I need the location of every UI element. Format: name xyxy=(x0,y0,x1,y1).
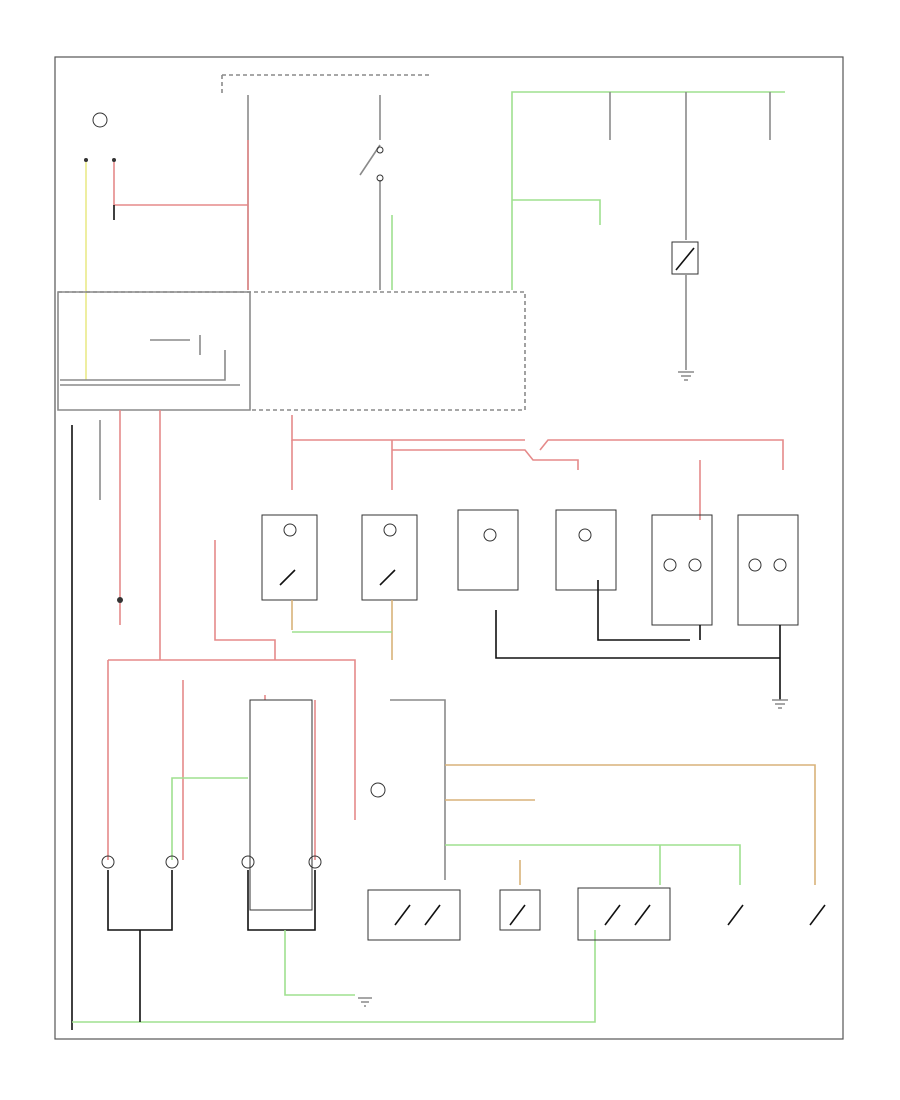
switch-icon xyxy=(379,569,396,586)
switch-icon xyxy=(376,146,384,154)
connector-icon xyxy=(84,158,88,162)
bulb-icon xyxy=(748,558,762,572)
relay-contact xyxy=(675,247,695,271)
switch-module-2 xyxy=(499,889,541,931)
top-left-section xyxy=(57,74,526,411)
bulb-icon xyxy=(383,523,397,537)
lamp-module-2 xyxy=(361,514,418,601)
ground-icon xyxy=(772,699,788,709)
bulb-icon xyxy=(92,112,108,128)
bulb-icon xyxy=(101,855,115,869)
switch-icon xyxy=(809,904,826,926)
bulb-icon xyxy=(241,855,255,869)
fuse-box-outline xyxy=(221,74,430,95)
wire-black xyxy=(495,580,781,700)
wire-red xyxy=(119,410,161,660)
lamp-module-5 xyxy=(651,514,713,626)
bulb-icon xyxy=(688,558,702,572)
bulb-icon xyxy=(773,558,787,572)
wire-green xyxy=(511,91,785,290)
wire-green xyxy=(284,930,355,996)
wire-green xyxy=(512,199,601,225)
wire-red xyxy=(291,415,784,470)
lower-right-section xyxy=(358,699,826,1007)
wire-green xyxy=(72,930,596,1023)
switch-icon xyxy=(376,174,384,182)
switch-module-3 xyxy=(577,887,671,941)
lamp-module-6 xyxy=(737,514,799,626)
bulb-icon xyxy=(663,558,677,572)
wire-gray xyxy=(359,95,381,290)
bulb-icon xyxy=(165,855,179,869)
switch-module-1 xyxy=(367,889,461,941)
wire-red xyxy=(291,440,701,520)
wire-gray xyxy=(60,335,226,381)
wire-red xyxy=(107,659,356,860)
relay-box xyxy=(671,241,699,275)
ground-icon xyxy=(678,371,694,381)
module-box xyxy=(249,699,313,911)
top-right-section xyxy=(511,91,785,381)
bulb-icon xyxy=(578,528,592,542)
wire-black xyxy=(107,870,316,931)
wire-orange xyxy=(445,764,816,885)
switch-icon xyxy=(279,569,296,586)
middle-section xyxy=(71,410,799,1030)
bulb-icon xyxy=(308,855,322,869)
bulb-icon xyxy=(283,523,297,537)
wire-green xyxy=(171,777,248,860)
lower-left-section xyxy=(72,659,596,1023)
diagram-border xyxy=(54,56,844,1040)
lamp-module-4 xyxy=(555,509,617,591)
wire-gray xyxy=(390,699,446,880)
bulb-icon xyxy=(483,528,497,542)
fuse-block-divider xyxy=(58,291,526,411)
switch-icon xyxy=(727,904,744,926)
lamp-module-3 xyxy=(457,509,519,591)
ignition-switch-section xyxy=(359,95,393,290)
ground-icon xyxy=(358,997,372,1007)
bulb-icon xyxy=(370,782,386,798)
switch-icon xyxy=(394,904,441,926)
switch-icon xyxy=(604,904,651,926)
switch-icon xyxy=(509,904,526,926)
wire-red xyxy=(214,540,276,660)
wire-gray xyxy=(609,92,771,140)
connector-icon xyxy=(117,597,123,603)
connector-icon xyxy=(112,158,116,162)
wire-red xyxy=(113,162,248,206)
wire-green xyxy=(445,844,741,885)
lamp-module-1 xyxy=(261,514,318,601)
